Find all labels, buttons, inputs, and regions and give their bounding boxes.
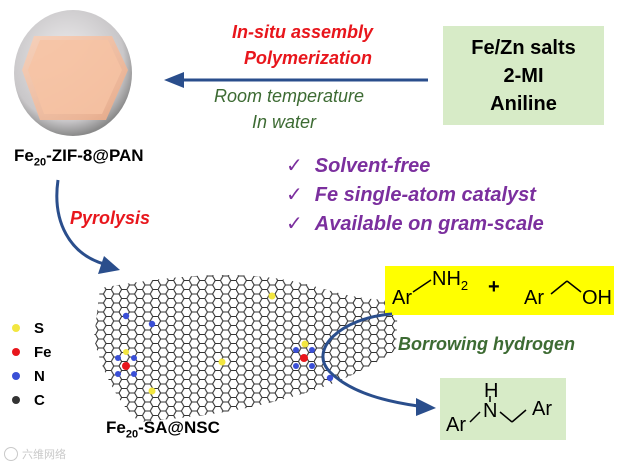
legend-swatch <box>12 372 20 380</box>
reagent-line-1: Fe/Zn salts <box>471 36 576 59</box>
amine-ar: Ar <box>392 287 412 309</box>
reactants-box <box>385 266 614 315</box>
pyrolysis-arrow <box>55 179 120 274</box>
nitrogen-atom <box>115 355 121 361</box>
pyrolysis-arrow-head <box>98 256 120 274</box>
plus-sign: + <box>488 276 500 298</box>
product-h: H <box>484 380 499 402</box>
nitrogen-atom <box>309 347 315 353</box>
assembly-text-2: Polymerization <box>244 48 373 68</box>
legend-item-nitrogen: N <box>12 364 52 388</box>
nitrogen-atom <box>293 347 299 353</box>
check-icon: ✓ <box>286 155 303 177</box>
product-ar-right: Ar <box>532 398 552 420</box>
product-ar-left: Ar <box>446 414 466 436</box>
sulfur-atom <box>218 358 226 366</box>
feature-item: ✓Available on gram-scale <box>286 213 544 235</box>
iron-atom <box>300 354 308 362</box>
sulfur-atom <box>268 292 276 300</box>
alcohol-ar: Ar <box>524 287 544 309</box>
product-box <box>440 378 566 440</box>
legend-swatch <box>12 348 20 356</box>
condition-text-1: Room temperature <box>214 86 365 106</box>
graphene-sheet <box>94 274 398 422</box>
nitrogen-atom <box>122 312 130 320</box>
legend-item-sulfur: S <box>12 316 52 340</box>
atom-legend: S Fe N C <box>12 316 52 412</box>
product-structure <box>469 396 527 423</box>
watermark-logo-icon <box>4 447 18 461</box>
sulfur-atom <box>123 349 129 355</box>
feature-item: ✓Fe single-atom catalyst <box>286 184 536 206</box>
reagent-line-3: Aniline <box>490 92 557 115</box>
iron-atom <box>122 362 130 370</box>
nitrogen-atom <box>131 371 137 377</box>
catalysis-arrow <box>321 312 436 416</box>
nitrogen-atom <box>293 363 299 369</box>
legend-item-iron: Fe <box>12 340 52 364</box>
legend-swatch <box>12 324 20 332</box>
reagents-box: Fe/Zn salts 2-MI Aniline <box>443 26 604 125</box>
nitrogen-atom <box>115 371 121 377</box>
condition-text-2: In water <box>252 112 317 132</box>
nitrogen-atom <box>148 320 156 328</box>
catalysis-arrow-shaft <box>321 312 419 408</box>
amine-nh2: NH2 <box>432 268 469 293</box>
legend-swatch <box>12 396 20 404</box>
check-icon: ✓ <box>286 213 303 235</box>
zif8-particle-image <box>12 8 134 138</box>
reactants-structures <box>412 279 582 295</box>
pyrolysis-arrow-shaft <box>55 179 105 266</box>
catalyst-label: Fe20-SA@NSC <box>106 418 220 441</box>
product-n: N <box>483 400 498 422</box>
nitrogen-atom <box>326 374 334 382</box>
feature-item: ✓Solvent-free <box>286 155 431 177</box>
reagent-line-2: 2-MI <box>503 64 544 87</box>
sulfur-atom <box>301 340 309 348</box>
feature-list: ✓Solvent-free ✓Fe single-atom catalyst ✓… <box>286 152 544 239</box>
alcohol-oh: OH <box>582 287 612 309</box>
check-icon: ✓ <box>286 184 303 206</box>
nitrogen-atom <box>131 355 137 361</box>
legend-item-carbon: C <box>12 388 52 412</box>
assembly-text-1: In-situ assembly <box>232 22 374 42</box>
borrowing-hydrogen-text: Borrowing hydrogen <box>398 334 575 354</box>
synthesis-arrow-head <box>164 72 184 88</box>
nitrogen-atom <box>309 363 315 369</box>
pyrolysis-text: Pyrolysis <box>70 208 151 228</box>
synthesis-arrow <box>164 72 428 88</box>
precursor-label: Fe20-ZIF-8@PAN <box>14 146 144 169</box>
sulfur-atom <box>148 387 156 395</box>
catalysis-arrow-head <box>416 398 436 416</box>
watermark: 六维网络 <box>4 446 66 462</box>
